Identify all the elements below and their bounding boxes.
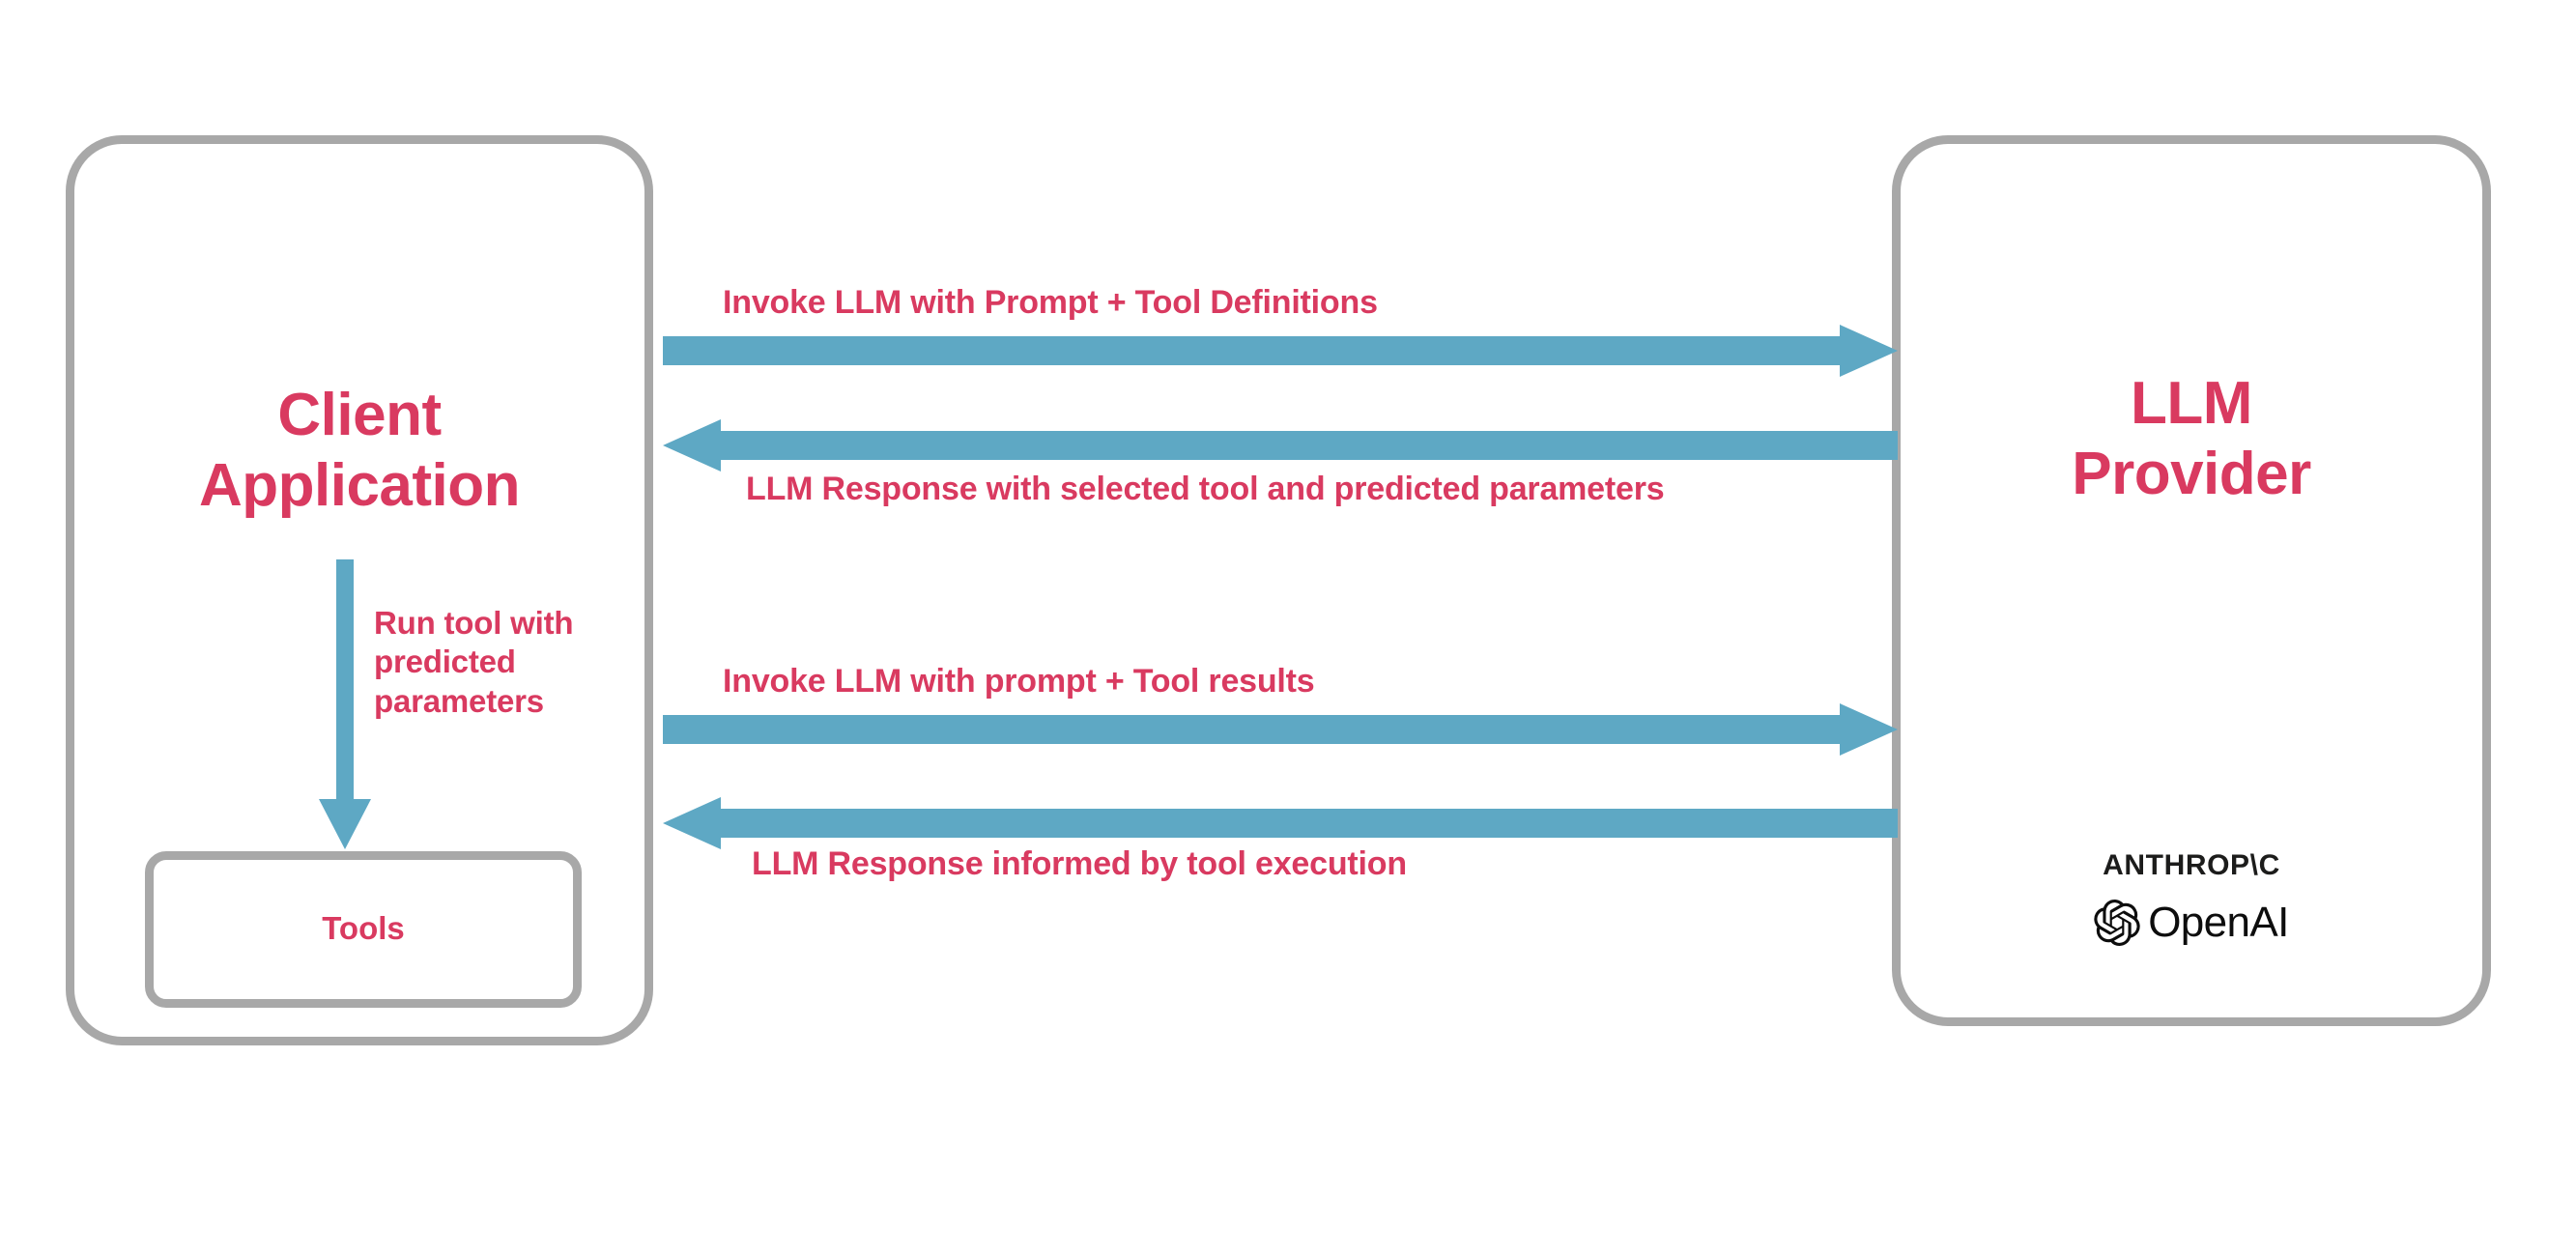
anthropic-logo: ANTHROP\C bbox=[2103, 849, 2280, 881]
llm-provider-title: LLM Provider bbox=[2072, 370, 2311, 508]
flow-label-invoke-with-tool-results: Invoke LLM with prompt + Tool results bbox=[723, 663, 1315, 700]
flow-label-response-informed-by-tool: LLM Response informed by tool execution bbox=[752, 845, 1407, 882]
client-application-node[interactable]: Client Application Run tool with predict… bbox=[66, 135, 653, 1045]
client-application-title: Client Application bbox=[198, 382, 521, 520]
llm-provider-node[interactable]: LLM Provider ANTHROP\C OpenAI bbox=[1892, 135, 2491, 1026]
openai-logo: OpenAI bbox=[1901, 900, 2482, 946]
flow-arrow-invoke-with-tool-definitions bbox=[663, 325, 1898, 377]
openai-mark-icon bbox=[2094, 900, 2140, 946]
flow-arrow-response-with-selected-tool bbox=[663, 419, 1898, 472]
flow-arrow-response-informed-by-tool bbox=[663, 797, 1898, 849]
tools-label: Tools bbox=[322, 910, 405, 946]
flow-label-invoke-with-tool-definitions: Invoke LLM with Prompt + Tool Definition… bbox=[723, 284, 1378, 321]
run-tool-arrow-label: Run tool with predicted parameters bbox=[374, 605, 574, 719]
flow-label-response-with-selected-tool: LLM Response with selected tool and pred… bbox=[746, 471, 1665, 507]
run-tool-arrow bbox=[319, 559, 371, 849]
openai-wordmark: OpenAI bbox=[2148, 899, 2289, 946]
tools-node[interactable]: Tools bbox=[145, 851, 582, 1008]
flow-arrow-invoke-with-tool-results bbox=[663, 703, 1898, 756]
